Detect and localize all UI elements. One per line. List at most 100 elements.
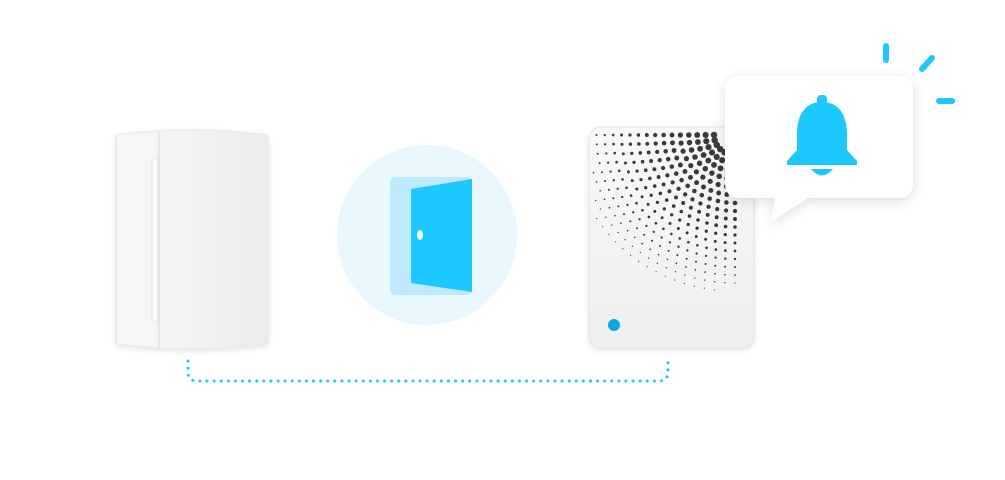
grille-dot: [680, 148, 686, 154]
grille-dot: [615, 241, 617, 243]
grille-dot: [644, 168, 648, 172]
grille-dot: [636, 133, 641, 137]
grille-dot: [603, 198, 606, 201]
grille-dot: [703, 138, 710, 145]
grille-dot: [732, 200, 738, 206]
grille-dot: [708, 187, 714, 193]
grille-dot: [641, 242, 644, 245]
grille-dot: [660, 236, 663, 239]
grille-dot: [723, 224, 728, 229]
grille-dot: [714, 272, 716, 275]
grille-dot: [696, 160, 703, 167]
grille-dot: [624, 161, 627, 165]
grille-dot: [660, 165, 666, 171]
grille-dot: [671, 204, 676, 208]
grille-dot: [699, 192, 705, 198]
grille-dot: [670, 213, 674, 217]
grille-dot: [638, 151, 643, 155]
grille-dot: [696, 243, 699, 247]
grille-dot: [679, 209, 684, 214]
grille-dot: [711, 136, 718, 144]
grille-dot: [675, 262, 678, 265]
grille-dot: [685, 257, 688, 260]
grille-dot: [698, 201, 703, 206]
grille-dot: [724, 200, 729, 205]
grille-dot: [604, 143, 607, 146]
grille-dot: [659, 245, 662, 247]
grille-dot: [683, 192, 688, 197]
grille-dot: [656, 175, 661, 179]
grille-dot: [723, 208, 729, 213]
grille-dot: [626, 203, 629, 207]
grille-dot: [644, 133, 649, 137]
grille-dot: [622, 248, 624, 250]
grille-dot: [697, 145, 704, 152]
grille-dot: [709, 170, 715, 176]
grille-dot: [686, 249, 689, 252]
open-door-icon: [337, 145, 517, 325]
grille-dot: [714, 264, 717, 267]
grille-dot: [649, 193, 653, 197]
grille-dot: [649, 248, 652, 251]
grille-dot: [646, 202, 650, 206]
grille-dot: [704, 263, 707, 265]
grille-dot: [685, 231, 689, 235]
grille-dot: [626, 170, 630, 174]
grille-dot: [676, 227, 680, 230]
grille-dot: [662, 207, 666, 211]
grille-dot: [655, 200, 660, 205]
grille-dot: [614, 214, 616, 217]
grille-dot: [630, 179, 634, 183]
grille-dot: [674, 271, 677, 273]
grille-dot: [638, 260, 640, 262]
grille-dot: [694, 139, 701, 145]
grille-dot: [688, 147, 695, 153]
speaker-icon: [588, 126, 755, 349]
grille-dot: [733, 241, 737, 245]
grille-dot: [629, 220, 632, 223]
grille-dot: [693, 285, 695, 287]
grille-dot: [592, 171, 595, 174]
grille-dot: [707, 196, 712, 201]
grille-dot: [696, 218, 700, 222]
grille-dot: [604, 180, 607, 183]
grille-dot: [704, 279, 706, 281]
grille-dot: [701, 184, 706, 190]
grille-dot: [632, 211, 635, 214]
grille-dot: [713, 289, 716, 291]
grille-dot: [673, 171, 679, 176]
grille-dot: [692, 154, 698, 160]
grille-dot: [665, 173, 670, 178]
grille-dot: [629, 194, 633, 197]
grille-dot: [705, 246, 708, 250]
speaker-grille: [592, 131, 739, 291]
grille-dot: [714, 248, 718, 251]
grille-dot: [655, 149, 660, 155]
grille-dot: [594, 199, 597, 202]
grille-dot: [704, 229, 708, 233]
grille-dot: [679, 177, 684, 183]
grille-dot: [657, 157, 662, 163]
grille-dot: [638, 218, 641, 221]
grille-dot: [617, 231, 619, 234]
grille-dot: [668, 241, 672, 244]
grille-dot: [713, 153, 720, 160]
grille-dot: [695, 252, 698, 255]
grille-dot: [621, 152, 625, 156]
grille-dot: [685, 183, 690, 189]
grille-dot: [653, 209, 657, 213]
grille-dot: [716, 173, 722, 180]
grille-dot: [637, 142, 641, 146]
grille-dot: [611, 224, 613, 226]
grille-dot: [630, 151, 634, 156]
grille-dot: [595, 143, 598, 146]
grille-dot: [635, 169, 639, 173]
grille-dot: [646, 266, 648, 268]
grille-dot: [654, 221, 658, 225]
grille-dot: [617, 205, 620, 208]
grille-dot: [734, 282, 736, 284]
grille-dot: [640, 159, 645, 164]
grille-dot: [616, 187, 619, 190]
grille-dot: [613, 151, 617, 155]
grille-dot: [677, 132, 684, 138]
